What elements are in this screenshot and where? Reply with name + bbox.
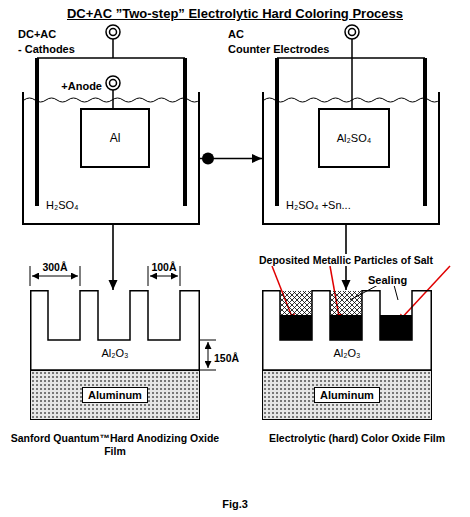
electrolyte-tank: H₂SO₄ +Sn... Al₂SO₄ [262,92,440,225]
aluminum-substrate: Aluminum [262,370,432,420]
dimension-label: 100Å [151,261,176,273]
dimension-line [208,342,209,368]
dimension-label: 150Å [214,352,239,364]
terminal [345,25,359,39]
label-wrap: Fig.3 [222,494,248,512]
terminal [106,76,120,90]
dimension-lines [30,266,216,370]
process-arrow [200,153,262,165]
label-wrap: DC+AC [18,24,56,42]
label-wrap: Sealing [368,270,407,288]
workpiece-box: Al₂SO₄ [318,108,390,168]
label-wrap: 100Å [151,257,176,275]
label-wrap: Electrolytic (hard) Color Oxide Film [252,432,462,445]
oxide-outline [263,291,432,370]
node-text: Al₂O₃ [333,347,360,359]
metal-deposit [380,315,412,340]
terminal [106,25,120,39]
arrowhead [342,280,351,290]
process-arrow [109,225,118,290]
arrowhead [109,280,118,290]
oxide-film: Al₂O₃ Aluminum [30,290,200,420]
node-text: H₂SO₄ +Sn... [286,199,351,211]
electrolyte-tank: H₂SO₄ Al [22,92,200,225]
oxide-outline [31,291,200,370]
figure-caption: Fig.3 [222,498,248,510]
sealing-fill [280,291,312,315]
workpiece-box: Al [80,108,150,168]
cathode [183,58,187,206]
node-text: Al₂SO₄ [337,132,371,144]
liquid-surface [24,98,200,102]
counter-electrode [423,58,427,206]
label-wrap: 300Å [42,257,67,275]
leader-lines [272,266,450,322]
node-text: H₂SO₄ [46,199,79,211]
dimension-label: 300Å [42,261,67,273]
film-caption: Sanford Quantum™Hard Anodizing Oxide Fil… [8,432,222,458]
aluminum-substrate: Aluminum [30,370,200,420]
dimension-line [32,276,78,277]
electrode-label: Counter Electrodes [228,43,329,55]
liquid-surface [264,98,440,102]
dimension-line [150,276,178,277]
extension-line [30,266,216,370]
counter-electrode [275,58,279,206]
label-wrap: 150Å [214,348,239,366]
callout-label: Deposited Metallic Particles of Salt [258,254,434,266]
terminal [110,80,117,87]
oxide-film: Al₂O₃ Aluminum [262,290,432,420]
metal-deposit [330,315,362,340]
right-cell-wiring [264,25,440,108]
start-ball [202,153,214,165]
terminal [110,29,117,36]
film-caption: Electrolytic (hard) Color Oxide Film [252,432,462,445]
metal-deposit [280,315,312,340]
electrode-label: +Anode [61,80,102,92]
electrode-label: - Cathodes [18,43,75,55]
terminal [349,29,356,36]
sealing-fill [330,291,362,315]
label-wrap: AC [228,24,244,42]
arrowhead [252,154,262,163]
label-wrap: Sanford Quantum™Hard Anodizing Oxide Fil… [8,432,222,458]
label-wrap: Counter Electrodes [228,39,329,57]
node-text: Al [110,131,121,145]
terminal-label: AC [228,28,244,40]
label-wrap: Deposited Metallic Particles of Salt [258,250,434,268]
callout-label: Sealing [368,274,407,286]
node-text: Al₂O₃ [101,347,128,359]
cathode [35,58,39,206]
node-text: Aluminum [314,387,380,403]
terminal-label: DC+AC [18,28,56,40]
node-text: Aluminum [82,387,148,403]
label-wrap: - Cathodes [18,39,75,57]
label-wrap: DC+AC ”Two-step” Electrolytic Hard Color… [67,4,403,22]
title: DC+AC ”Two-step” Electrolytic Hard Color… [67,6,403,21]
